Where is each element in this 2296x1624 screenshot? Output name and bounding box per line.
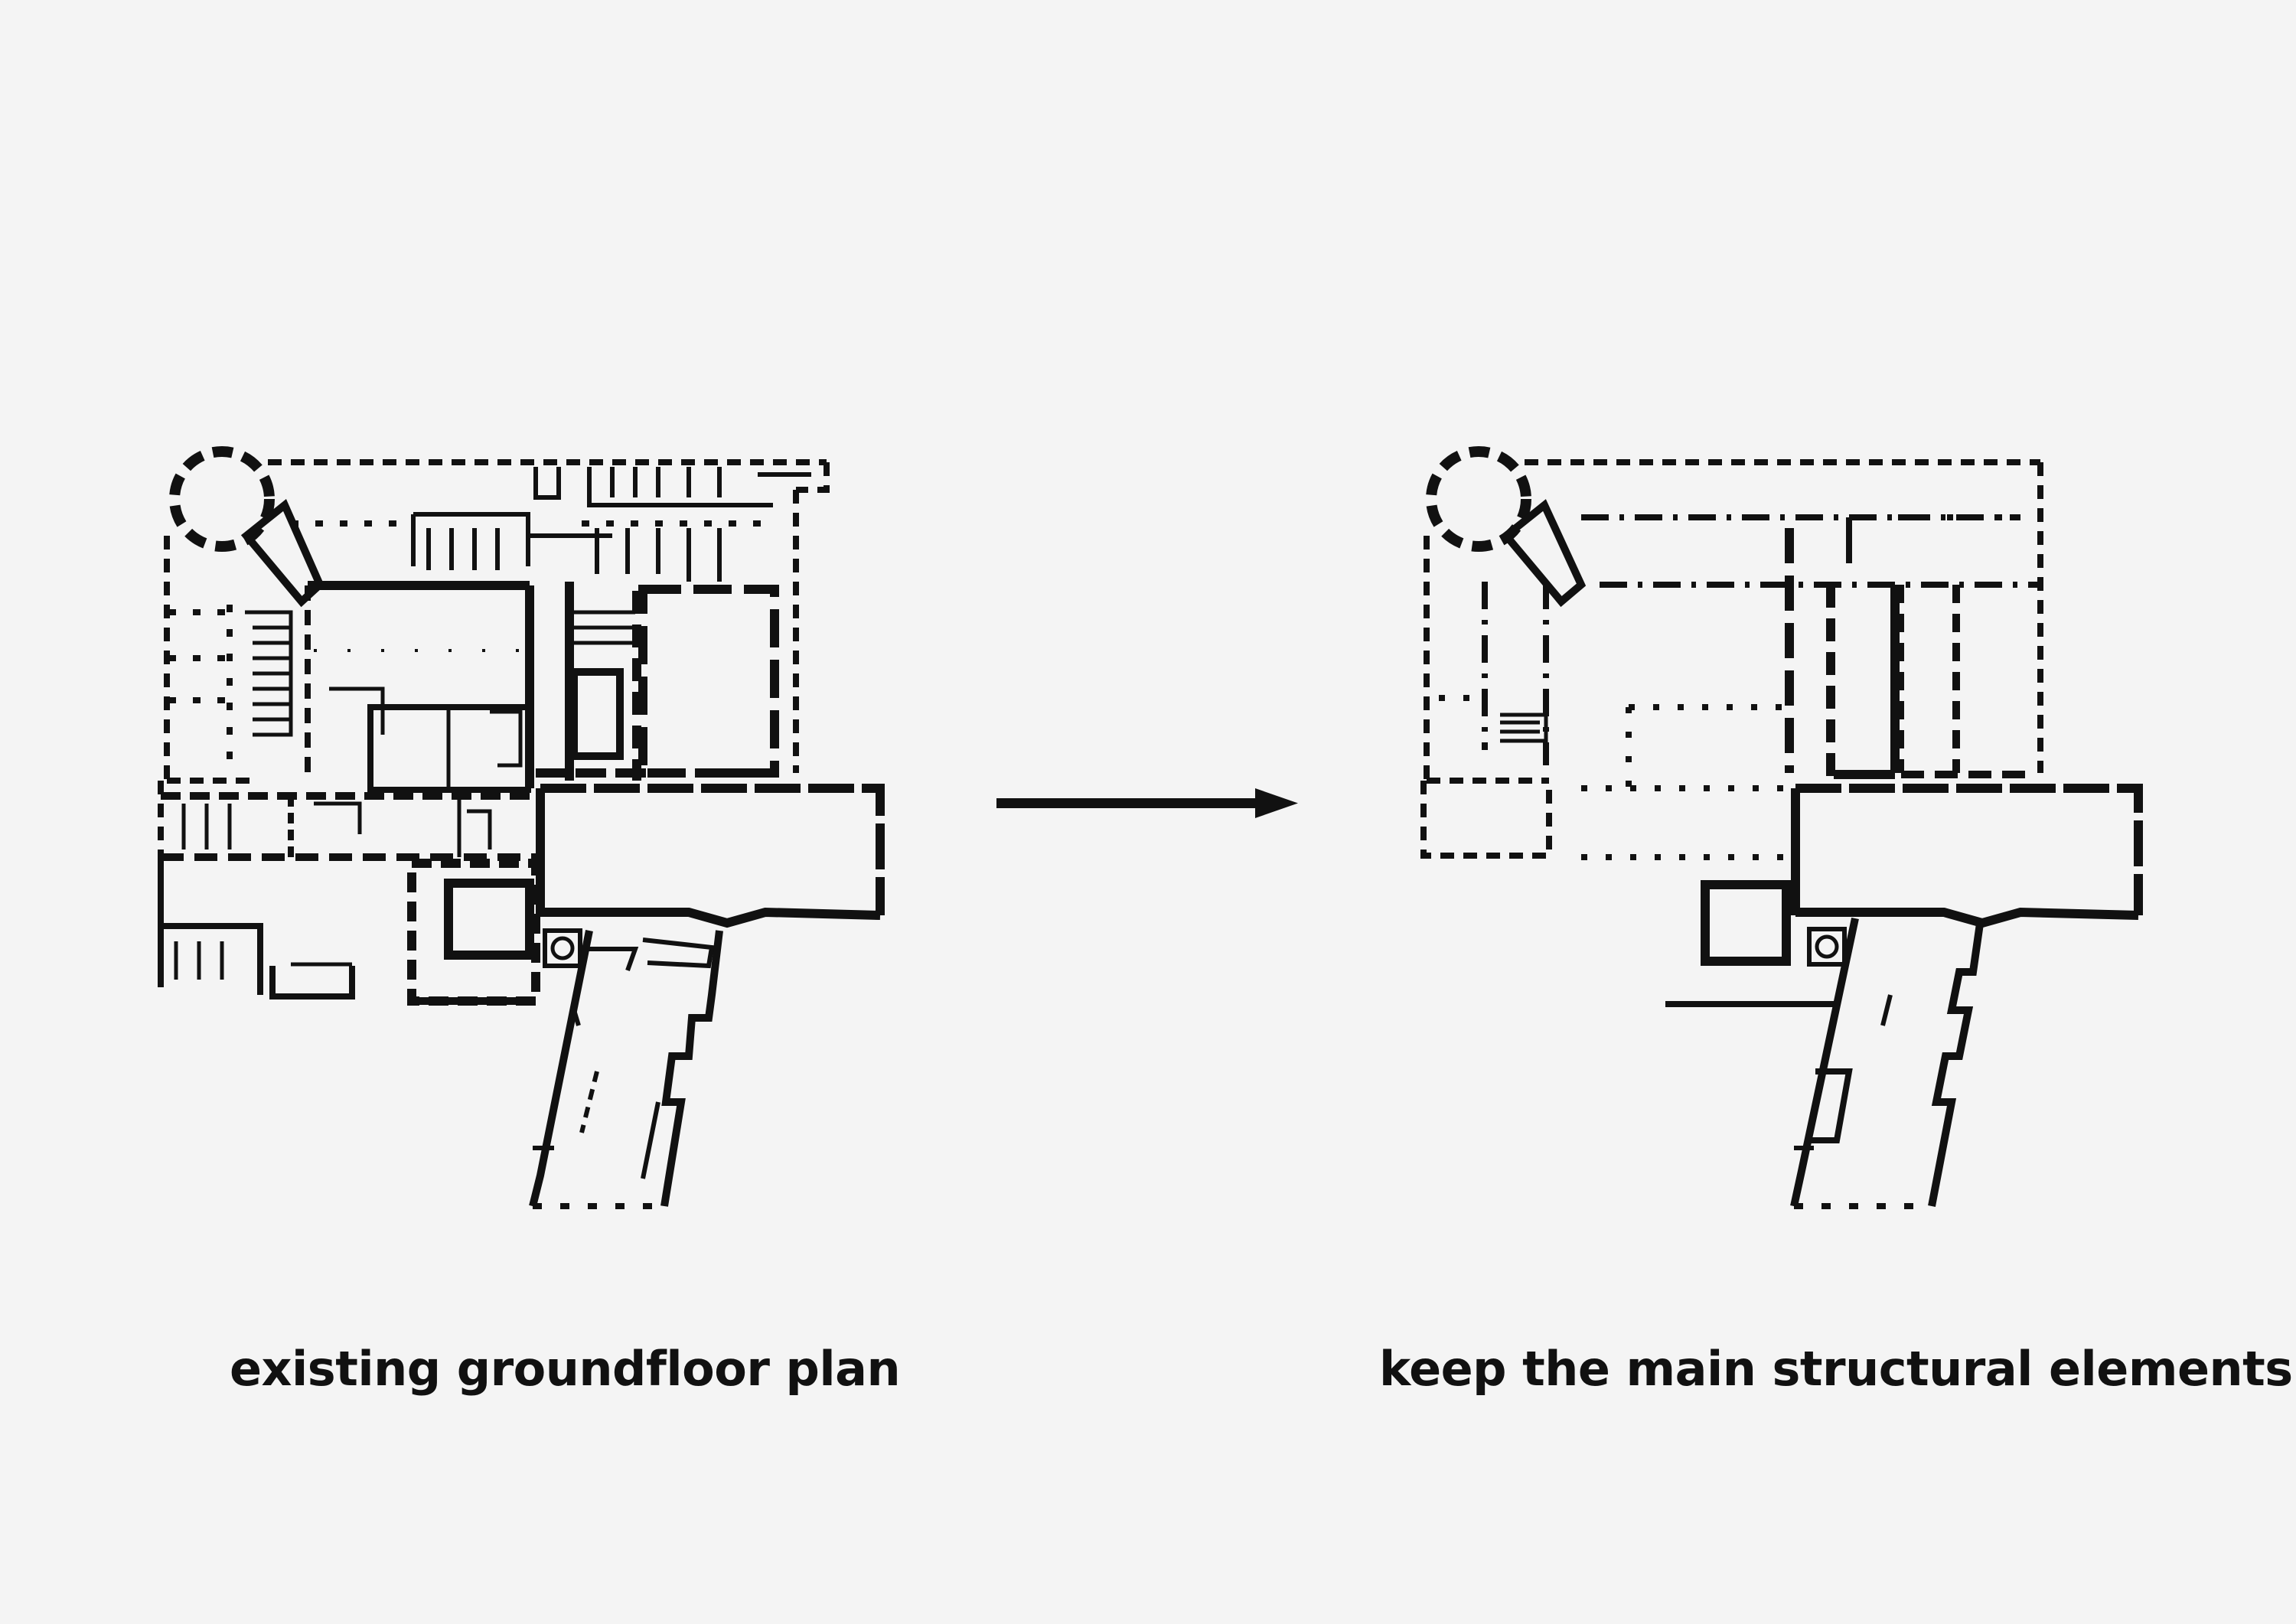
south-wing-left — [529, 930, 723, 1209]
courtyard-block-left — [536, 582, 779, 781]
south-wing-right — [1790, 917, 1985, 1209]
courtyard-square-right — [1701, 880, 1791, 966]
caption-existing-plan: existing groundfloor plan — [230, 1341, 901, 1397]
well-right — [1807, 927, 1847, 967]
stair-right — [1500, 713, 1548, 743]
diagonal-wing-right — [1500, 499, 1587, 608]
stair-left — [245, 610, 293, 737]
corridor-walls-right — [1482, 514, 2040, 765]
right-arrow-icon — [996, 788, 1298, 818]
east-hall-left — [536, 784, 885, 928]
caption-structural-elements: keep the main structural elements — [1379, 1341, 2293, 1397]
inner-dotted-right — [1439, 514, 2020, 860]
courtyard-square-left — [407, 859, 540, 1006]
central-columns-right — [1785, 517, 2036, 781]
structural-plan-drawing — [1420, 446, 2143, 1209]
small-rooms-top-left — [411, 467, 811, 582]
central-hall-left — [305, 581, 534, 793]
well-left — [543, 928, 582, 968]
corridor-walls-left — [168, 520, 773, 765]
rotunda-right — [1426, 446, 1531, 552]
rotunda-left — [169, 446, 275, 552]
east-hall-right — [1791, 784, 2143, 928]
outer-walls-right — [1420, 459, 2043, 859]
lower-left-wing — [158, 792, 536, 1000]
existing-plan-drawing — [158, 446, 885, 1209]
